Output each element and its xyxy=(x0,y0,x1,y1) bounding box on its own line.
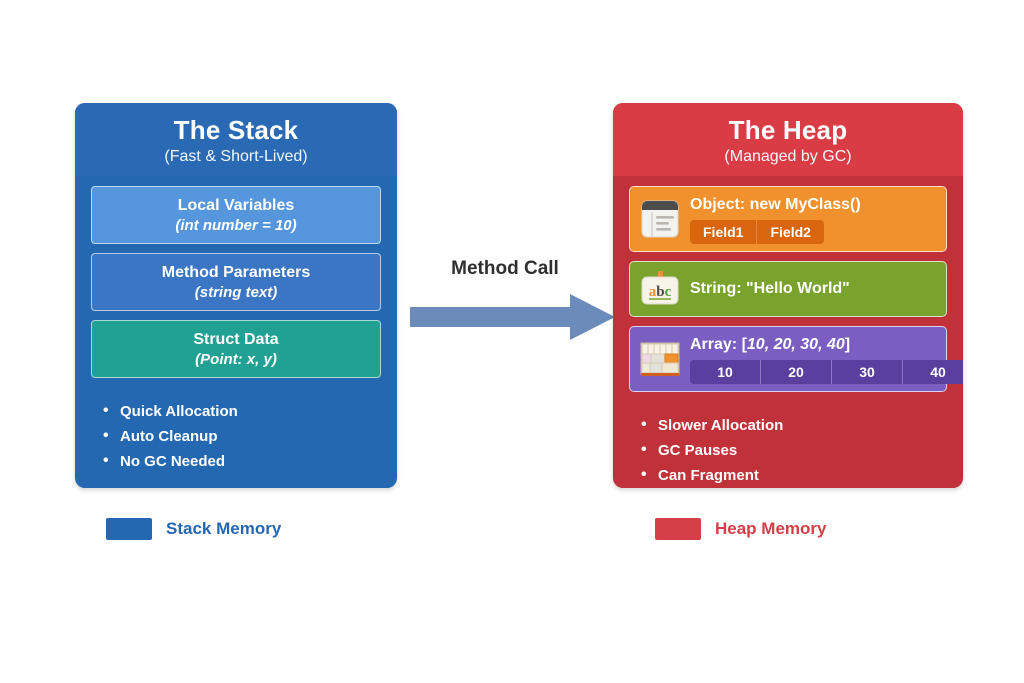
stack-panel-title: The Stack xyxy=(173,115,299,145)
array-cell: 10 xyxy=(717,364,733,380)
array-grid-icon xyxy=(638,339,682,379)
list-item: Auto Cleanup xyxy=(103,423,381,449)
stack-row-subtitle: (string text) xyxy=(194,283,278,301)
method-call-arrow-group: Method Call xyxy=(410,258,615,348)
stack-panel-header: The Stack (Fast & Short-Lived) xyxy=(75,103,397,176)
arrow-right-icon xyxy=(410,294,615,340)
array-cells-strip: 10 20 30 40 xyxy=(690,360,963,384)
heap-row-object: Object: new MyClass() Field1 Field2 xyxy=(629,186,947,252)
legend-label: Heap Memory xyxy=(715,519,827,538)
stack-row-subtitle: (Point: x, y) xyxy=(195,350,277,368)
legend-stack-memory: Stack Memory xyxy=(106,518,281,540)
heap-row-content: String: "Hello World" xyxy=(690,278,938,300)
heap-panel: The Heap (Managed by GC) Object: xyxy=(613,103,963,488)
field-chip: Field2 xyxy=(756,220,823,244)
stack-row-subtitle: (int number = 10) xyxy=(175,216,297,234)
legend-label: Stack Memory xyxy=(166,519,282,538)
field-chip: Field1 xyxy=(703,224,744,240)
stack-panel-body: Local Variables (int number = 10) Method… xyxy=(75,176,397,474)
heap-drawbacks-list: Slower Allocation GC Pauses Can Fragment xyxy=(629,401,947,488)
array-cell: 40 xyxy=(902,360,963,384)
stack-row-title: Struct Data xyxy=(193,330,279,348)
stack-row-title: Local Variables xyxy=(177,196,295,214)
document-icon xyxy=(638,199,682,239)
heap-row-string: abc String: "Hello World" xyxy=(629,261,947,317)
stack-benefits-list: Quick Allocation Auto Cleanup No GC Need… xyxy=(91,387,381,474)
array-cell: 20 xyxy=(760,360,831,384)
heap-panel-title: The Heap xyxy=(728,115,848,145)
list-item: Quick Allocation xyxy=(103,398,381,424)
heap-row-title: Object: new MyClass() xyxy=(690,196,861,213)
stack-row-struct-data: Struct Data (Point: x, y) xyxy=(91,320,381,378)
list-item: Slower Allocation xyxy=(641,412,947,438)
heap-panel-subtitle: (Managed by GC) xyxy=(724,148,852,165)
list-item: No GC Needed xyxy=(103,448,381,474)
array-cell: 30 xyxy=(831,360,902,384)
legend-swatch xyxy=(655,518,701,540)
stack-panel: The Stack (Fast & Short-Lived) Local Var… xyxy=(75,103,397,488)
stack-row-title: Method Parameters xyxy=(161,263,311,281)
heap-row-content: Object: new MyClass() Field1 Field2 xyxy=(690,194,938,244)
legend-swatch xyxy=(106,518,152,540)
list-item: Can Fragment xyxy=(641,462,947,488)
heap-panel-body: Object: new MyClass() Field1 Field2 abc xyxy=(613,176,963,488)
abc-board-icon: abc xyxy=(638,269,682,309)
legend-heap-memory: Heap Memory xyxy=(655,518,826,540)
stack-row-method-parameters: Method Parameters (string text) xyxy=(91,253,381,311)
object-fields-strip: Field1 Field2 xyxy=(690,220,824,244)
array-label-suffix: ] xyxy=(844,336,851,353)
stack-row-local-variables: Local Variables (int number = 10) xyxy=(91,186,381,244)
list-item: GC Pauses xyxy=(641,437,947,463)
heap-panel-header: The Heap (Managed by GC) xyxy=(613,103,963,176)
heap-row-array: Array: [10, 20, 30, 40] 10 20 30 40 xyxy=(629,326,963,392)
heap-row-title: Array: [10, 20, 30, 40] xyxy=(690,334,938,356)
array-label-values: 10, 20, 30, 40 xyxy=(746,336,845,353)
heap-row-title: String: "Hello World" xyxy=(690,280,850,297)
svg-text:abc: abc xyxy=(649,284,672,300)
stack-panel-subtitle: (Fast & Short-Lived) xyxy=(164,148,308,165)
method-call-label: Method Call xyxy=(451,258,559,279)
array-label-prefix: Array: [ xyxy=(690,336,747,353)
heap-row-content: Array: [10, 20, 30, 40] 10 20 30 40 xyxy=(690,334,963,384)
